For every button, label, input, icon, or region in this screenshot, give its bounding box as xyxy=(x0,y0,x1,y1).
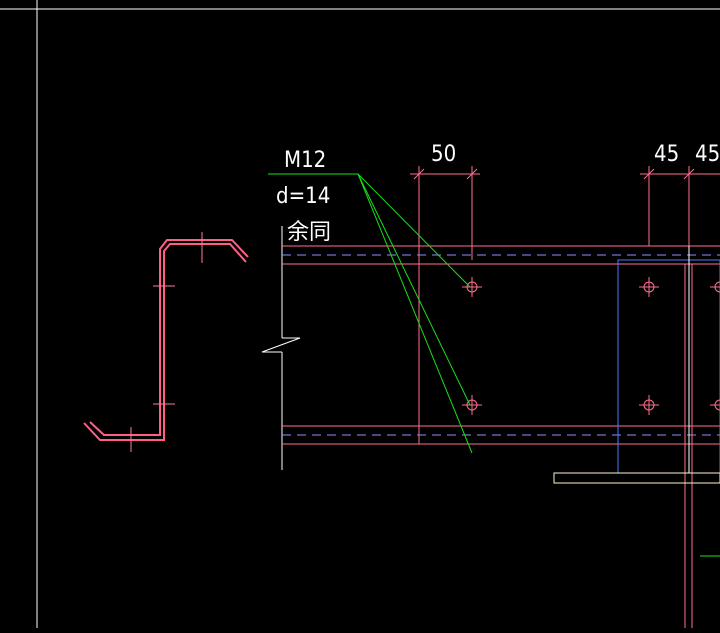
dimension-marks xyxy=(410,166,720,260)
dim-tick xyxy=(683,168,695,180)
beam-end-line xyxy=(261,226,301,470)
bolt-spec-label: M12 xyxy=(284,148,326,173)
leader-to-upper-bolt xyxy=(357,173,471,288)
zee-section xyxy=(83,239,249,441)
zee-section-marks xyxy=(130,232,203,452)
bolt-holes xyxy=(462,277,720,415)
crosshair-circle-icon xyxy=(462,395,482,415)
leader-to-lower-bolt xyxy=(357,173,471,406)
remark-label: 余同 xyxy=(287,220,331,245)
crosshair-circle-icon xyxy=(639,277,659,297)
dimension-spacing-45-b: 45 xyxy=(695,142,720,167)
zigzag-break-icon xyxy=(261,337,301,353)
annotation-text: M12 d=14 余同 50 45 45 xyxy=(276,142,720,245)
crosshair-circle-icon xyxy=(710,399,720,411)
crosshair-circle-icon xyxy=(710,281,720,293)
dimension-spacing-45-a: 45 xyxy=(654,142,679,167)
base-plate xyxy=(553,472,720,484)
leader-to-bottom xyxy=(357,173,473,454)
connection-plate xyxy=(553,246,720,628)
dim-tick xyxy=(643,168,655,180)
beam-centerlines xyxy=(282,254,720,436)
dimension-spacing-50: 50 xyxy=(431,142,456,167)
crosshair-circle-icon xyxy=(639,395,659,415)
zee-section-outer xyxy=(83,243,247,441)
bolt-leader xyxy=(268,173,473,454)
end-plate xyxy=(617,259,720,474)
beam xyxy=(282,245,720,445)
dim-tick xyxy=(413,168,425,180)
dim-tick xyxy=(466,168,478,180)
zee-section-inner xyxy=(89,239,249,436)
hole-diameter-label: d=14 xyxy=(276,184,330,209)
crosshair-circle-icon xyxy=(462,277,482,297)
